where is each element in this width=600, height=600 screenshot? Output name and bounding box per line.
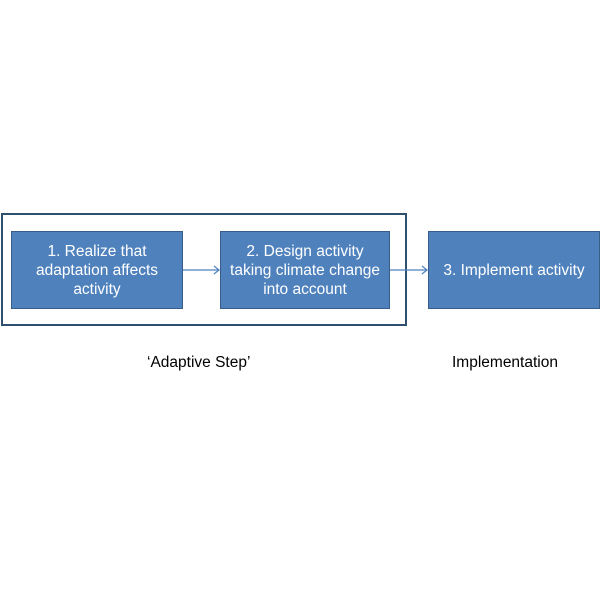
step-3-box: 3. Implement activity <box>428 231 600 309</box>
step-2-box: 2. Design activity taking climate change… <box>220 231 390 309</box>
step-1-box: 1. Realize that adaptation affects activ… <box>11 231 183 309</box>
adaptive-step-label: ‘Adaptive Step’ <box>147 354 251 371</box>
implementation-label: Implementation <box>452 354 558 371</box>
arrow-step1-to-step2 <box>183 265 220 275</box>
arrow-step2-to-step3 <box>390 265 428 275</box>
